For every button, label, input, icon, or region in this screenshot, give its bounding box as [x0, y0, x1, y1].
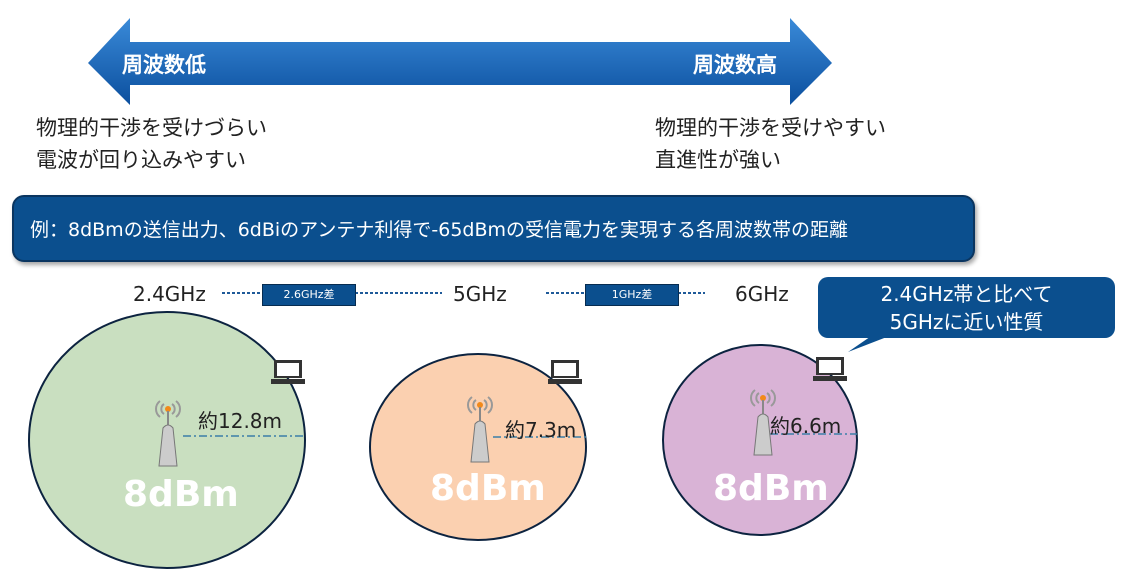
freq-label-6ghz: 6GHz — [735, 282, 789, 306]
frequency-arrow — [88, 18, 832, 105]
low-frequency-description: 物理的干渉を受けづらい 電波が回り込みやすい — [36, 112, 267, 176]
callout-line: 5GHzに近い性質 — [889, 310, 1044, 334]
low-frequency-label: 周波数低 — [122, 53, 206, 77]
distance-2-4ghz: 約12.8m — [198, 409, 283, 433]
diff-badge: 2.6GHz差 — [262, 284, 356, 306]
power-6ghz: 8dBm — [713, 468, 829, 509]
power-2-4ghz: 8dBm — [123, 474, 239, 515]
desc-line: 物理的干渉を受けづらい — [36, 116, 267, 140]
power-5ghz: 8dBm — [430, 468, 546, 509]
desc-line: 電波が回り込みやすい — [36, 148, 246, 172]
distance-5ghz: 約7.3m — [505, 418, 577, 442]
laptop-icon — [813, 357, 847, 381]
diff-badge: 1GHz差 — [585, 284, 679, 306]
desc-line: 直進性が強い — [655, 148, 781, 172]
freq-label-2-4ghz: 2.4GHz — [133, 282, 206, 306]
callout-line: 2.4GHz帯と比べて — [880, 282, 1053, 306]
callout-bubble: 2.4GHz帯と比べて 5GHzに近い性質 — [818, 277, 1115, 338]
freq-label-5ghz: 5GHz — [453, 282, 507, 306]
high-frequency-label: 周波数高 — [693, 53, 777, 77]
laptop-icon — [548, 360, 582, 384]
distance-6ghz: 約6.6m — [770, 414, 842, 438]
laptop-icon — [271, 360, 305, 384]
example-banner: 例：8dBmの送信出力、6dBiのアンテナ利得で-65dBmの受信電力を実現する… — [12, 195, 975, 262]
high-frequency-description: 物理的干渉を受けやすい 直進性が強い — [655, 112, 886, 176]
desc-line: 物理的干渉を受けやすい — [655, 116, 886, 140]
